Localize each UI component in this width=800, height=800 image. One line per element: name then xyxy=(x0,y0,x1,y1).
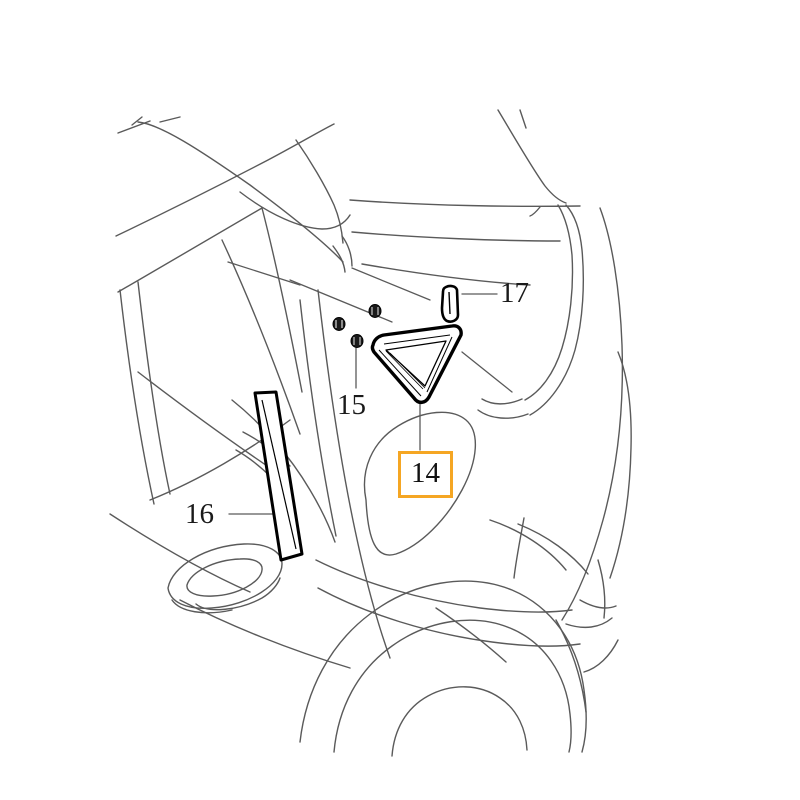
rear-body-outer-edge-2 xyxy=(609,351,632,579)
quarter-panel-seam xyxy=(513,517,525,579)
wheel-arch-outer xyxy=(299,580,587,753)
rear-quarter-glass-bottom xyxy=(477,409,529,419)
quarter-recess-outline xyxy=(363,411,477,556)
clip-15-a xyxy=(332,317,346,331)
rear-roofline-tick xyxy=(519,109,527,129)
door-handle-lip-2 xyxy=(171,599,233,614)
quarter-character-line-3 xyxy=(489,519,567,571)
door-window-diag-3 xyxy=(221,239,301,435)
quarter-panel-front-edge-2 xyxy=(299,299,337,537)
clip-15-c xyxy=(350,334,364,348)
callout-label-14[interactable]: 14 xyxy=(398,451,453,498)
rear-lower-body-2 xyxy=(565,617,613,629)
garnish-shading-2 xyxy=(389,352,426,389)
quarter-character-line-4 xyxy=(517,523,589,575)
garnish-outer-body xyxy=(370,324,463,405)
door-lower-line xyxy=(109,513,251,593)
vehicle-body-outline xyxy=(109,109,632,757)
rear-body-lower-edge xyxy=(555,619,587,713)
part-14-corner-garnish xyxy=(370,324,463,405)
c-pillar-outer xyxy=(341,235,353,267)
part-15-clips xyxy=(332,304,382,348)
rear-lower-body-3 xyxy=(579,599,617,609)
door-window-frame-rear-2 xyxy=(137,281,171,495)
clip-15-b xyxy=(368,304,382,318)
garnish-bevel-edge-left xyxy=(378,349,422,397)
door-handle-lip xyxy=(195,577,281,611)
rear-quarter-glass-shoulder xyxy=(529,206,541,217)
upper-belt-line-right xyxy=(349,199,581,208)
roof-edge-dash-2 xyxy=(131,116,143,126)
wheel-arch-spoke xyxy=(435,607,507,663)
part-17-clip xyxy=(440,284,460,323)
rear-lower-body xyxy=(583,639,619,673)
rear-roofline xyxy=(497,109,567,204)
upper-belt-line-right-2 xyxy=(351,231,561,242)
garnish-bevel-edge-top xyxy=(383,334,451,345)
rear-detail-crease xyxy=(597,559,606,619)
quarter-panel-front-edge xyxy=(317,289,391,659)
callout-label-16[interactable]: 16 xyxy=(185,498,214,530)
roof-panel-contour-2 xyxy=(239,191,351,230)
callout-label-17[interactable]: 17 xyxy=(500,277,529,309)
door-window-frame-rear xyxy=(119,289,155,505)
shoulder-line xyxy=(361,263,531,286)
leader-line-roof xyxy=(227,261,301,286)
garnish-bevel-edge-right xyxy=(426,336,453,393)
c-pillar-inner xyxy=(332,245,346,273)
clip-17-slot xyxy=(448,291,451,315)
wheel-arch-inner xyxy=(333,619,572,753)
door-handle-inner xyxy=(186,558,263,597)
rear-quarter-glass-inner xyxy=(524,204,574,401)
leader-line-pillar xyxy=(351,267,431,301)
door-window-frame-top xyxy=(117,207,263,293)
rear-body-outer-edge xyxy=(561,207,624,621)
belt-molding-inner-edge xyxy=(261,399,297,550)
roof-panel-contour xyxy=(115,123,335,237)
rear-quarter-glass-outline xyxy=(529,204,585,416)
garnish-shading-1 xyxy=(385,350,424,390)
quarter-character-line-1 xyxy=(315,559,573,613)
part-16-belt-molding xyxy=(253,390,304,562)
c-pillar-top xyxy=(295,139,344,244)
roof-edge-dash-3 xyxy=(159,116,181,123)
wheel-arch-inner-2 xyxy=(391,686,528,757)
door-handle-outer xyxy=(167,543,283,609)
leader-lines xyxy=(227,261,513,515)
callout-label-15[interactable]: 15 xyxy=(337,389,366,421)
rocker-line xyxy=(179,599,351,669)
door-shoulder-curve xyxy=(231,399,336,543)
quarter-character-line-2 xyxy=(317,587,581,647)
rear-quarter-glass-bottom-2 xyxy=(481,398,523,405)
door-window-diag-2 xyxy=(261,207,303,393)
leader-line-triangle-body xyxy=(461,351,513,393)
belt-molding-body xyxy=(253,390,304,562)
roof-rail xyxy=(137,121,344,263)
